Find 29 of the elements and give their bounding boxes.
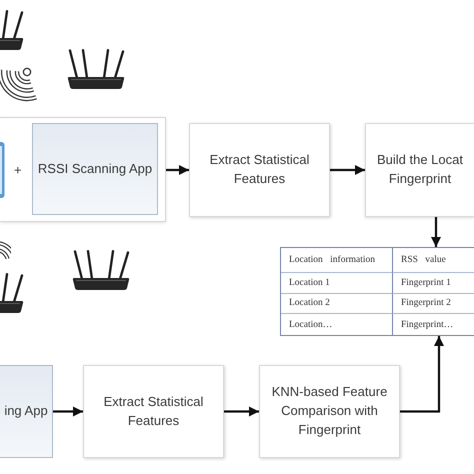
app-box xyxy=(0,365,53,458)
table-cell: Location… xyxy=(281,314,393,335)
table-cell: Fingerprint 2 xyxy=(393,294,474,314)
process-box xyxy=(189,123,330,217)
app-label: RSSI Scanning App xyxy=(38,160,152,178)
app-label: ing App xyxy=(4,402,48,420)
table-cell: Location information xyxy=(281,248,393,273)
step-label: Build the Locat Fingerprint xyxy=(376,151,464,188)
table-cell: Location 1 xyxy=(281,273,393,294)
app-box xyxy=(32,123,158,215)
arrow xyxy=(53,406,83,416)
table-cell: RSS value xyxy=(393,248,474,273)
plus-sign: + xyxy=(14,163,22,176)
table-cell: Location 2 xyxy=(281,294,393,314)
table-cell: Fingerprint 1 xyxy=(393,273,474,294)
process-box xyxy=(83,365,224,458)
group-box xyxy=(0,117,166,222)
arrow xyxy=(330,165,365,175)
table-cell-text: Fingerprint… xyxy=(400,318,454,332)
arrow xyxy=(224,406,259,416)
arrow xyxy=(400,336,444,413)
step-label: KNN-based Feature Comparison with Fingerprint xyxy=(270,383,388,439)
arrow xyxy=(166,165,189,175)
arrow xyxy=(431,217,441,247)
data-table xyxy=(280,247,474,336)
step-label: Extract Statistical Features xyxy=(208,151,310,188)
process-box xyxy=(365,123,474,217)
step-label: Extract Statistical Features xyxy=(102,392,204,430)
process-box xyxy=(259,365,400,458)
